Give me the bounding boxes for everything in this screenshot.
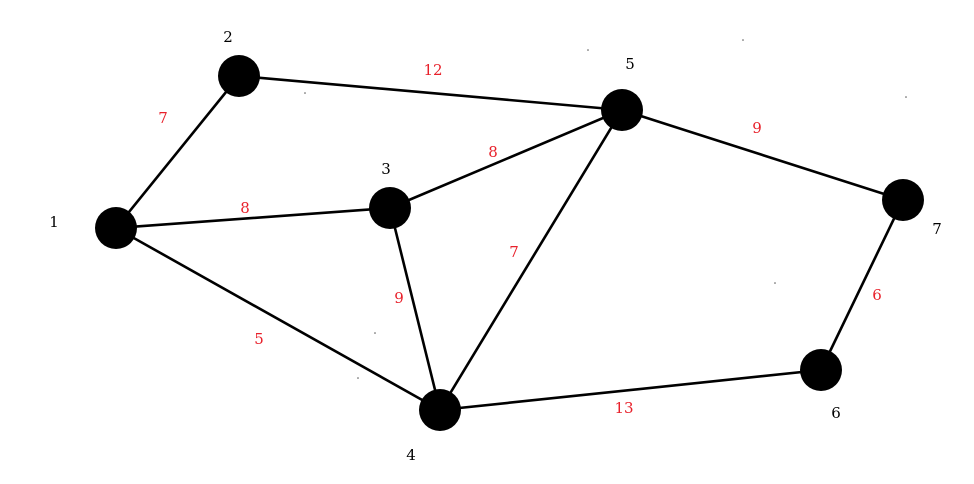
node-2 — [218, 55, 260, 97]
edge-weight-2-5: 12 — [423, 61, 442, 79]
edges-layer — [114, 74, 905, 412]
edge-weight-1-3: 8 — [240, 199, 250, 217]
node-label-2: 2 — [223, 28, 233, 46]
background-specks — [304, 39, 907, 379]
edge-2-5 — [237, 74, 624, 112]
edge-weight-4-5: 7 — [509, 243, 519, 261]
node-label-4: 4 — [406, 446, 416, 464]
node-4 — [419, 389, 461, 431]
edge-weight-4-6: 13 — [614, 399, 633, 417]
node-label-6: 6 — [831, 404, 841, 422]
node-6 — [800, 349, 842, 391]
edge-4-5 — [438, 108, 624, 412]
edge-1-3 — [114, 206, 392, 230]
edge-weight-3-4: 9 — [394, 289, 404, 307]
edge-1-4 — [114, 226, 442, 412]
node-label-7: 7 — [932, 220, 942, 238]
nodes-layer — [95, 55, 924, 431]
node-7 — [882, 179, 924, 221]
edge-weight-3-5: 8 — [488, 143, 498, 161]
edge-4-6 — [438, 368, 823, 412]
node-label-5: 5 — [625, 55, 635, 73]
node-label-3: 3 — [381, 160, 391, 178]
edge-5-7 — [620, 108, 905, 202]
edge-weight-5-7: 9 — [752, 119, 762, 137]
node-5 — [601, 89, 643, 131]
edge-3-5 — [388, 108, 624, 210]
edge-6-7 — [819, 198, 905, 372]
edge-1-2 — [114, 74, 241, 230]
node-3 — [369, 187, 411, 229]
edge-weight-6-7: 6 — [872, 286, 882, 304]
edge-weight-1-4: 5 — [254, 330, 264, 348]
edge-3-4 — [388, 206, 442, 412]
node-1 — [95, 207, 137, 249]
edge-weight-1-2: 7 — [158, 109, 168, 127]
node-label-1: 1 — [49, 213, 59, 231]
